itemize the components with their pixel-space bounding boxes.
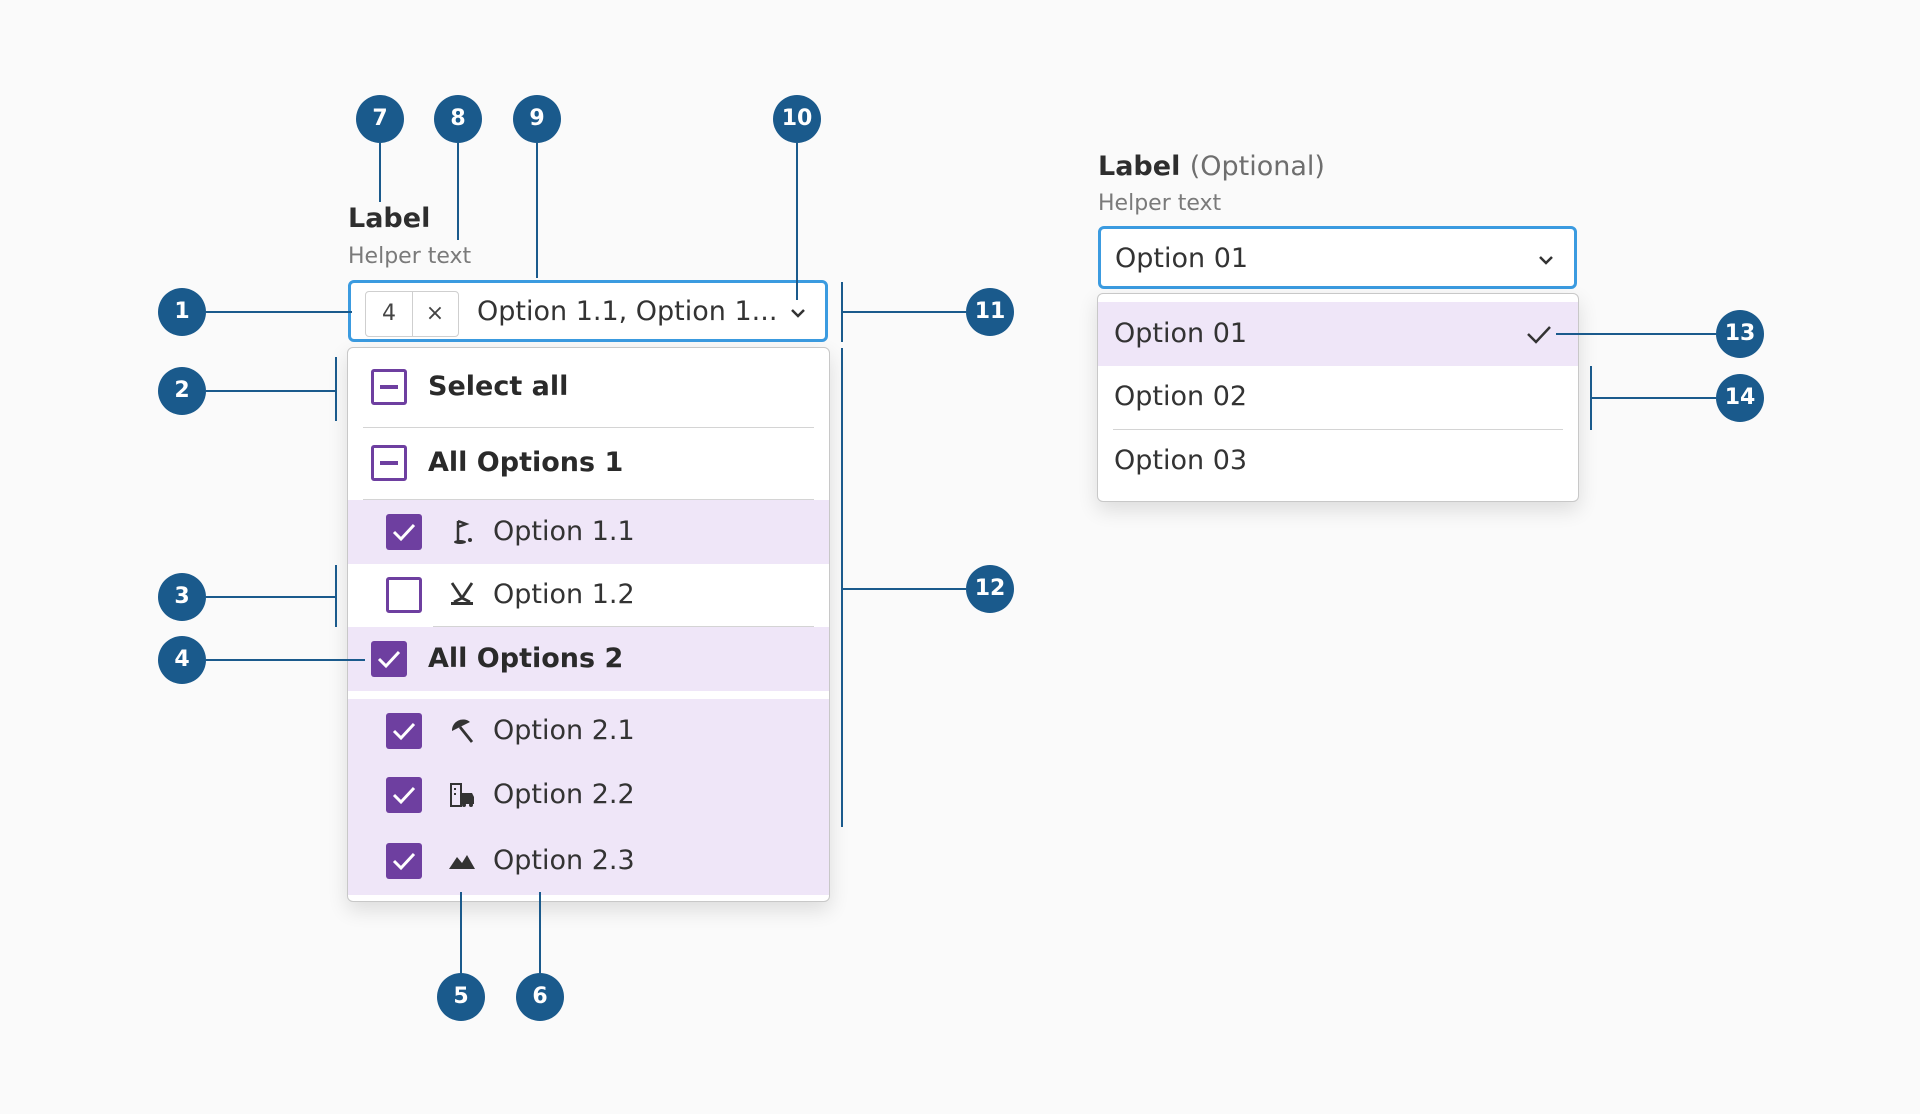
option-row[interactable]: Option 1.1 (348, 500, 829, 564)
callout-badge-11: 11 (966, 288, 1014, 336)
option-checkbox[interactable] (386, 713, 422, 749)
selected-count: 4 (366, 292, 413, 336)
callout-badge-12: 12 (966, 565, 1014, 613)
option-label: Option 2.2 (493, 779, 635, 810)
select-value: Option 01 (1115, 243, 1249, 274)
callout-badge-4: 4 (158, 636, 206, 684)
divider (363, 499, 814, 500)
option-row[interactable]: Option 01 (1098, 302, 1578, 366)
option-label: Option 2.1 (493, 715, 635, 746)
divider (433, 626, 814, 627)
callout-badge-6: 6 (516, 973, 564, 1021)
multiselect-field[interactable]: 4 × Option 1.1, Option 1... (348, 280, 828, 342)
chevron-down-icon[interactable] (787, 302, 809, 324)
option-label: Option 2.3 (493, 845, 635, 876)
multiselect-dropdown-panel: Select all All Options 1 Option 1.1 Opti… (347, 347, 830, 902)
select-all-label: Select all (428, 371, 569, 402)
left-field-label: Label (348, 203, 431, 234)
option-row[interactable]: Option 2.3 (348, 827, 829, 895)
option-row[interactable]: Option 2.1 (348, 699, 829, 763)
right-helper-text: Helper text (1098, 191, 1222, 216)
option-label: Option 01 (1114, 318, 1248, 349)
option-row[interactable]: Option 03 (1098, 430, 1578, 494)
select-dropdown-panel: Option 01 Option 02 Option 03 (1097, 293, 1579, 502)
group-checkbox[interactable] (371, 445, 407, 481)
option-label: Option 02 (1114, 381, 1248, 412)
left-helper-text: Helper text (348, 244, 472, 269)
divider (363, 427, 814, 428)
select-all-row[interactable]: Select all (348, 348, 829, 426)
city-car-icon (450, 783, 474, 807)
selected-count-tag: 4 × (365, 291, 459, 337)
option-row[interactable]: Option 1.2 (348, 564, 829, 626)
option-checkbox[interactable] (386, 777, 422, 813)
callout-badge-14: 14 (1716, 374, 1764, 422)
option-checkbox[interactable] (386, 577, 422, 613)
multiselect-value: Option 1.1, Option 1... (477, 296, 778, 327)
callout-badge-2: 2 (158, 367, 206, 415)
group-checkbox[interactable] (371, 641, 407, 677)
option-checkbox[interactable] (386, 843, 422, 879)
clear-selection-button[interactable]: × (425, 301, 445, 326)
group-row[interactable]: All Options 1 (348, 428, 829, 498)
group-label: All Options 1 (428, 447, 624, 478)
select-all-checkbox[interactable] (371, 369, 407, 405)
callout-badge-13: 13 (1716, 310, 1764, 358)
right-field-label: Label (Optional) (1098, 151, 1325, 182)
label-text: Label (1098, 151, 1181, 182)
option-row[interactable]: Option 02 (1098, 366, 1578, 429)
option-label: Option 03 (1114, 445, 1248, 476)
divider (348, 691, 829, 699)
chevron-down-icon[interactable] (1535, 249, 1557, 271)
callout-badge-9: 9 (513, 95, 561, 143)
divider (1113, 429, 1563, 430)
option-checkbox[interactable] (386, 514, 422, 550)
beach-umbrella-icon (451, 719, 474, 743)
callout-badge-3: 3 (158, 573, 206, 621)
check-icon (1527, 326, 1551, 344)
callout-badge-1: 1 (158, 288, 206, 336)
group-row[interactable]: All Options 2 (348, 627, 829, 691)
option-label: Option 1.2 (493, 579, 635, 610)
select-field[interactable]: Option 01 (1098, 226, 1577, 289)
callout-badge-10: 10 (773, 95, 821, 143)
option-label: Option 1.1 (493, 516, 635, 547)
group-label: All Options 2 (428, 643, 624, 674)
golf-icon (454, 519, 472, 544)
callout-badge-8: 8 (434, 95, 482, 143)
optional-indicator: (Optional) (1189, 151, 1325, 182)
hockey-icon (450, 582, 474, 605)
callout-badge-7: 7 (356, 95, 404, 143)
callout-badge-5: 5 (437, 973, 485, 1021)
mountain-icon (449, 855, 475, 869)
option-row[interactable]: Option 2.2 (348, 763, 829, 827)
